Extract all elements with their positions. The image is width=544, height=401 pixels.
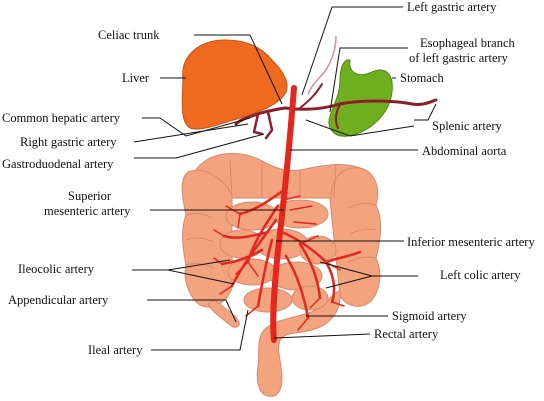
label-sigmoid-artery: Sigmoid artery: [392, 309, 467, 323]
label-left-gastric-artery: Left gastric artery: [407, 0, 497, 14]
label-stomach: Stomach: [400, 71, 444, 85]
label-esophageal-branch-1: Esophageal branch: [420, 36, 516, 50]
label-rectal-artery: Rectal artery: [374, 327, 439, 341]
label-superior-mesenteric-1: Superior: [68, 189, 112, 203]
label-right-gastric-artery: Right gastric artery: [20, 135, 117, 149]
label-inferior-mesenteric-artery: Inferior mesenteric artery: [407, 235, 535, 249]
labels: Left gastric artery Celiac trunk Esophag…: [2, 0, 535, 357]
label-appendicular-artery: Appendicular artery: [8, 293, 109, 307]
label-splenic-artery: Splenic artery: [432, 119, 503, 133]
label-superior-mesenteric-2: mesenteric artery: [44, 204, 131, 218]
label-gastroduodenal-artery: Gastroduodenal artery: [2, 157, 114, 171]
leader-lines: [132, 6, 437, 351]
label-esophageal-branch-2: of left gastric artery: [409, 51, 509, 65]
label-ileal-artery: Ileal artery: [88, 343, 143, 357]
label-left-colic-artery: Left colic artery: [440, 268, 521, 282]
label-common-hepatic-artery: Common hepatic artery: [2, 111, 121, 125]
esophagus: [307, 35, 337, 95]
label-abdominal-aorta: Abdominal aorta: [422, 144, 507, 158]
arteries: [213, 83, 438, 343]
label-ileocolic-artery: Ileocolic artery: [18, 262, 95, 276]
large-intestine: [181, 152, 382, 397]
label-celiac-trunk: Celiac trunk: [98, 28, 160, 42]
stomach-shape: [328, 59, 393, 137]
label-liver: Liver: [122, 71, 150, 85]
liver-shape: [181, 39, 288, 130]
